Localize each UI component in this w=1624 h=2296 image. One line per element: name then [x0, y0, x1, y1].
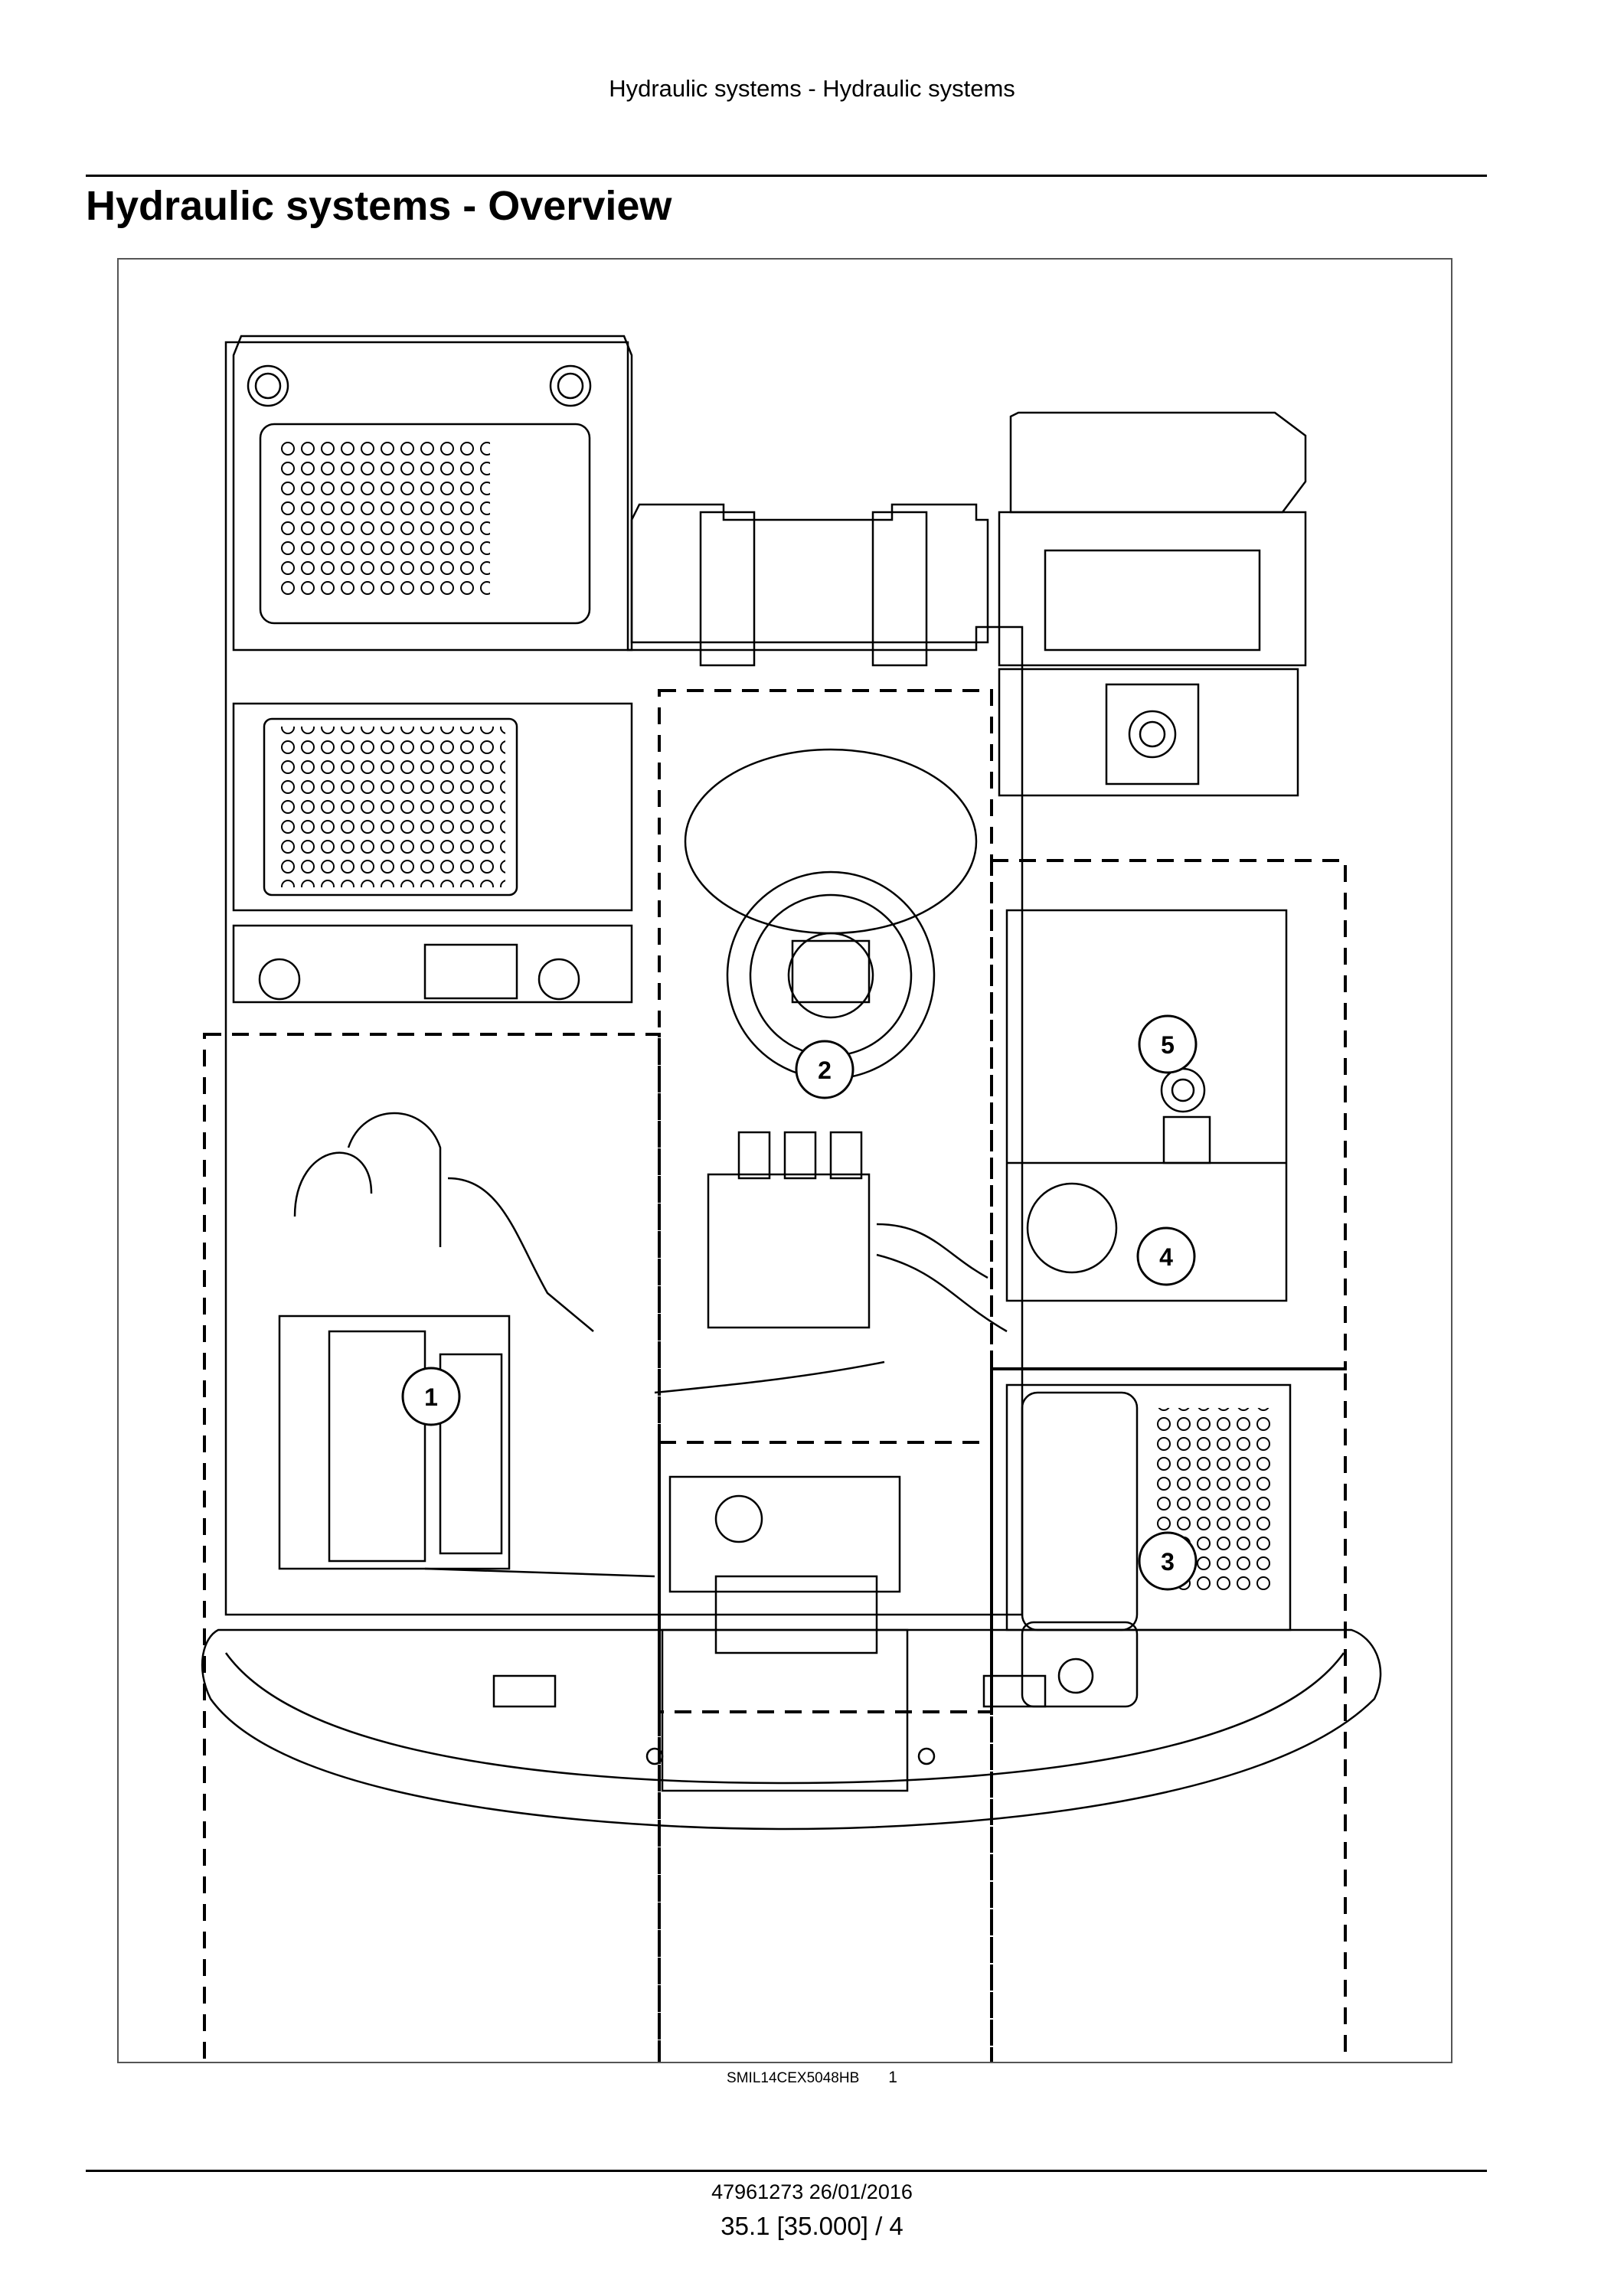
region-5 [990, 859, 1347, 1370]
machine-diagram: 1 2 3 4 5 [201, 335, 1382, 2062]
figure-caption: SMIL14CEX5048HB 1 [0, 2069, 1624, 2087]
hydraulic-tank [1005, 909, 1288, 1302]
callout-5: 5 [1161, 1031, 1175, 1059]
header-rule [86, 175, 1487, 177]
page-title: Hydraulic systems - Overview [86, 183, 672, 229]
callout-1: 1 [424, 1383, 438, 1411]
left-upper-hood [232, 335, 633, 652]
footer-doc-id: 47961273 26/01/2016 [711, 2180, 913, 2203]
counterweight [201, 1628, 1382, 1831]
machine-outline [224, 341, 1024, 1616]
callout-3: 3 [1161, 1548, 1175, 1576]
region-engine [658, 1441, 993, 2062]
footer-rule [86, 2170, 1487, 2172]
running-header: Hydraulic systems - Hydraulic systems [609, 75, 1015, 102]
figure-code: SMIL14CEX5048HB [727, 2070, 860, 2086]
figure-number: 1 [888, 2069, 897, 2086]
region-1 [203, 1033, 661, 2062]
callout-2: 2 [818, 1057, 832, 1084]
boom-base [630, 503, 989, 644]
right-cab [1009, 411, 1307, 514]
footer-page-number: 35.1 [35.000] / 4 [721, 2212, 903, 2240]
callout-4: 4 [1159, 1243, 1173, 1271]
figure-frame: 1 2 3 4 5 [117, 258, 1452, 2063]
